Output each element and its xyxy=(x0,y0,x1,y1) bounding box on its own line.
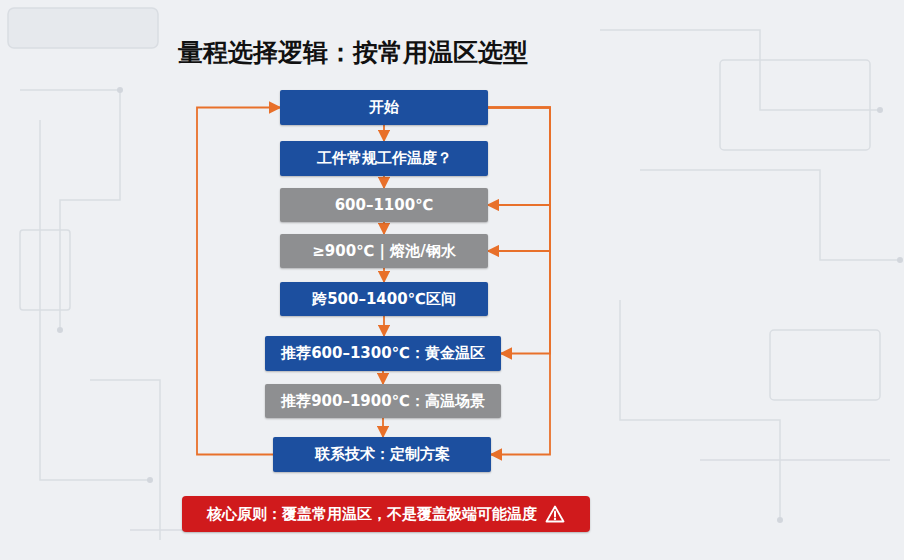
node-label: ≥900℃ | 熔池/钢水 xyxy=(312,242,455,261)
node-label: 开始 xyxy=(369,98,399,117)
range-option: 600–1100℃ xyxy=(280,188,488,222)
flow-connector xyxy=(488,108,550,206)
diagram-title: 量程选择逻辑：按常用温区选型 xyxy=(178,36,528,69)
node-label: 工件常规工作温度？ xyxy=(317,149,452,168)
node-label: 核心原则：覆盖常用温区，不是覆盖极端可能温度 xyxy=(207,505,537,524)
recommend-box: 推荐900–1900℃：高温场景 xyxy=(265,384,501,418)
node-label: 600–1100℃ xyxy=(335,196,434,214)
flow-connector xyxy=(382,371,384,384)
range-option: 跨500–1400℃区间 xyxy=(280,282,488,316)
node-label: 联系技术：定制方案 xyxy=(315,445,450,464)
flow-connector xyxy=(383,125,385,141)
circuit-traces xyxy=(8,8,900,540)
flow-connector xyxy=(488,108,550,354)
flow-connector xyxy=(383,316,385,336)
warning-icon xyxy=(545,505,565,523)
contact-box: 联系技术：定制方案 xyxy=(273,437,491,472)
node-label: 推荐900–1900℃：高温场景 xyxy=(281,392,485,411)
circuit-dots xyxy=(57,87,903,523)
flow-connector xyxy=(383,222,385,234)
start-box: 开始 xyxy=(280,90,488,125)
flow-connector xyxy=(383,176,385,188)
flow-connector xyxy=(488,108,550,252)
principle-banner: 核心原则：覆盖常用温区，不是覆盖极端可能温度 xyxy=(182,496,590,532)
range-option: ≥900℃ | 熔池/钢水 xyxy=(280,234,488,268)
node-label: 推荐600–1300℃：黄金温区 xyxy=(281,344,485,363)
flow-connector xyxy=(383,268,385,282)
recommend-box: 推荐600–1300℃：黄金温区 xyxy=(265,336,501,371)
flow-connector xyxy=(382,418,384,437)
node-label: 跨500–1400℃区间 xyxy=(312,290,456,309)
question-box: 工件常规工作温度？ xyxy=(280,141,488,176)
